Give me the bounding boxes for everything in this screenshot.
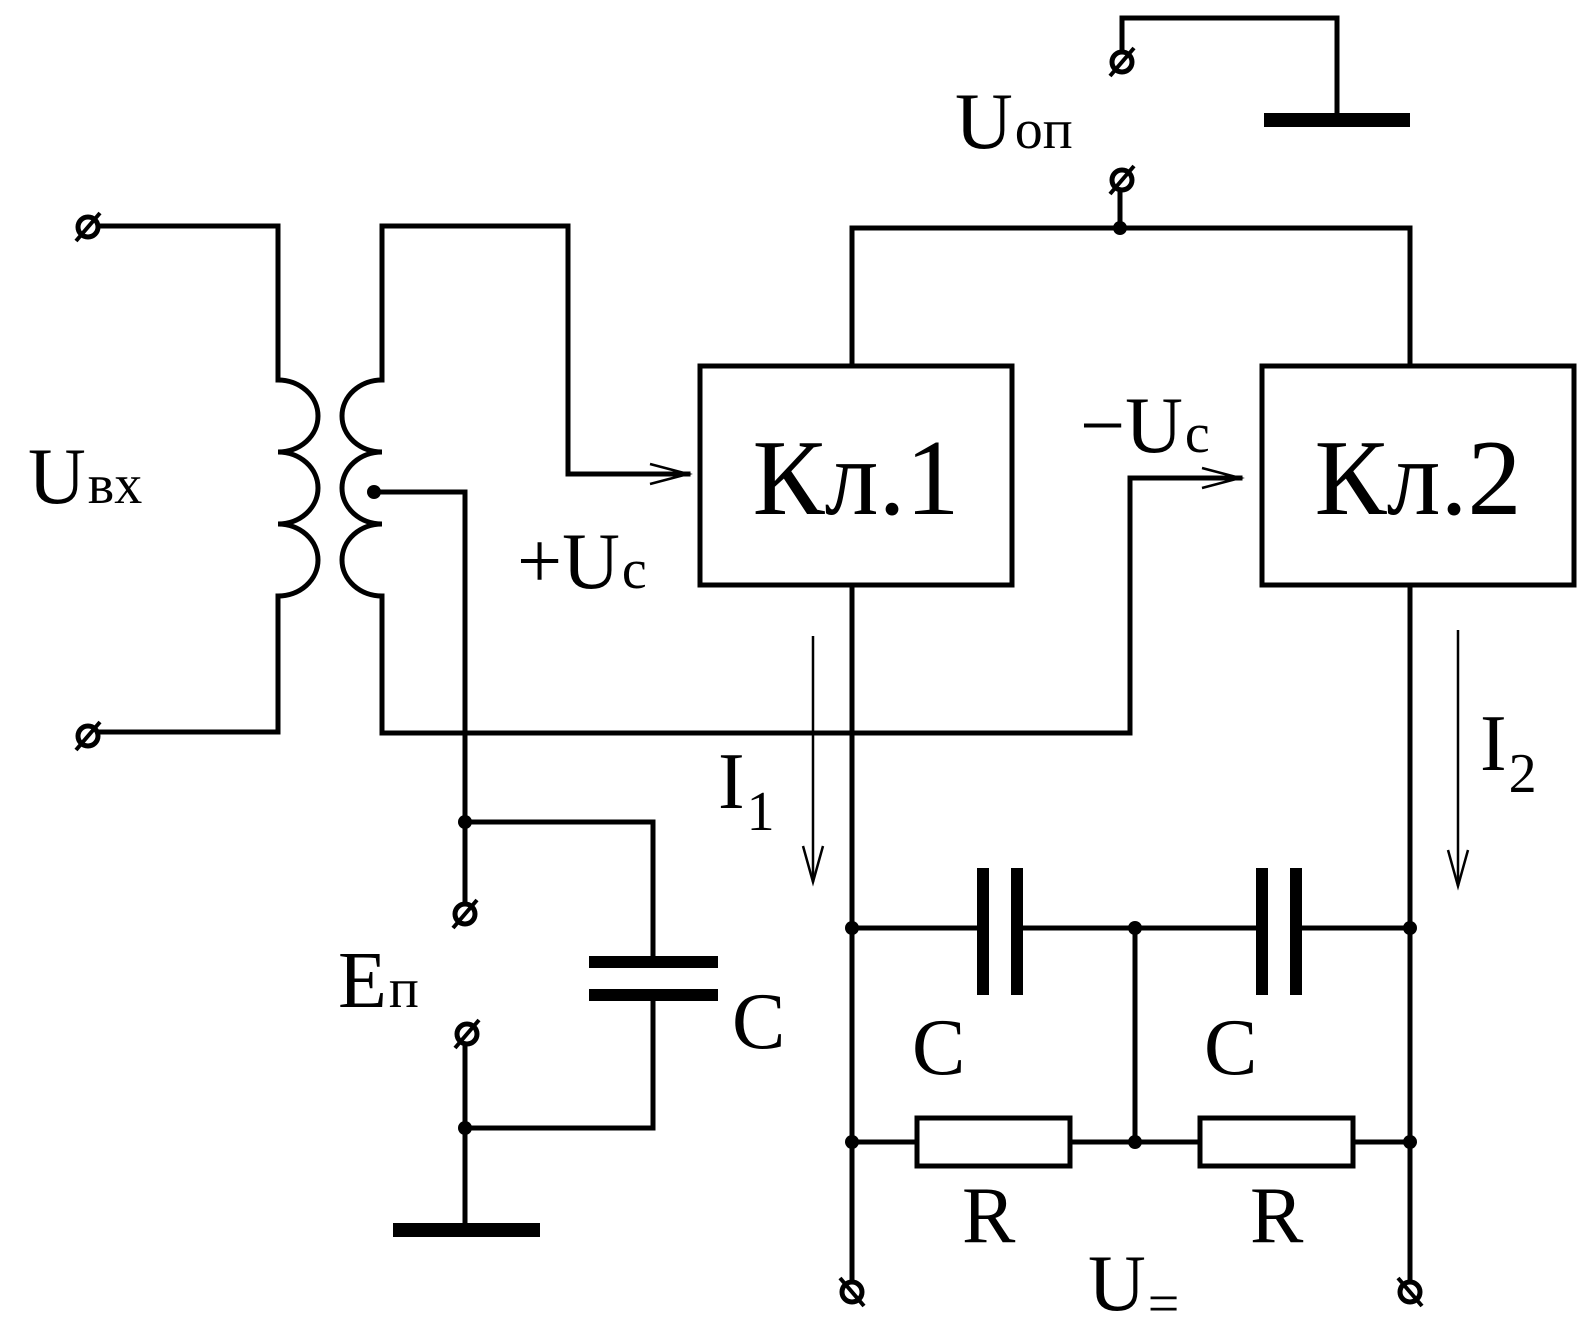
supply-capacitor-label: C — [732, 978, 785, 1066]
output-terminal-right — [1396, 1276, 1424, 1308]
input-transformer — [87, 223, 1243, 906]
supply-branch — [393, 815, 656, 1237]
output-capacitor-1-label: C — [912, 1004, 965, 1092]
plus-uc-arrow — [649, 462, 693, 486]
output-resistor-2-label: R — [1250, 1172, 1304, 1260]
u-ref-label: Uоп — [955, 78, 1073, 166]
center-tap-junction — [367, 485, 381, 499]
i1-label: I1 — [718, 738, 775, 843]
key-2-label: Кл.2 — [1315, 419, 1522, 538]
output-capacitor-2 — [1256, 868, 1302, 995]
supply-terminal-top — [451, 898, 479, 930]
key-1-block — [697, 363, 1015, 588]
output-resistor-1-label: R — [962, 1172, 1016, 1260]
secondary-winding — [339, 377, 385, 599]
key-2-block — [1259, 363, 1577, 588]
input-terminal-bottom — [74, 720, 102, 752]
output-resistor-1 — [914, 1115, 1073, 1169]
plus-uc-label: +Uc — [517, 518, 647, 606]
minus-uc-label: −Uc — [1080, 382, 1210, 470]
reference-terminal-bottom — [1108, 164, 1136, 196]
e-supply-label: Eп — [338, 937, 419, 1025]
u-out-label: U= — [1088, 1240, 1179, 1335]
supply-capacitor — [589, 956, 718, 1001]
supply-terminal-bottom — [453, 1018, 481, 1050]
minus-uc-arrow — [1201, 466, 1245, 490]
output-resistor-2 — [1197, 1115, 1356, 1169]
i2-label: I2 — [1480, 700, 1537, 805]
reference-wiring — [849, 15, 1413, 365]
output-capacitor-2-label: C — [1204, 1004, 1257, 1092]
output-capacitor-1 — [977, 868, 1023, 995]
output-wiring — [845, 582, 1417, 1295]
key-1-label: Кл.1 — [753, 419, 960, 538]
input-wiring — [87, 223, 281, 735]
input-terminal-top — [74, 211, 102, 243]
u-in-label: Uвх — [28, 433, 142, 521]
primary-winding — [275, 377, 321, 599]
output-terminal-left — [838, 1276, 866, 1308]
reference-terminal-top — [1108, 46, 1136, 78]
secondary-wiring — [371, 223, 1243, 906]
current-i2-arrow — [1446, 630, 1470, 891]
current-i1-arrow — [801, 636, 825, 887]
